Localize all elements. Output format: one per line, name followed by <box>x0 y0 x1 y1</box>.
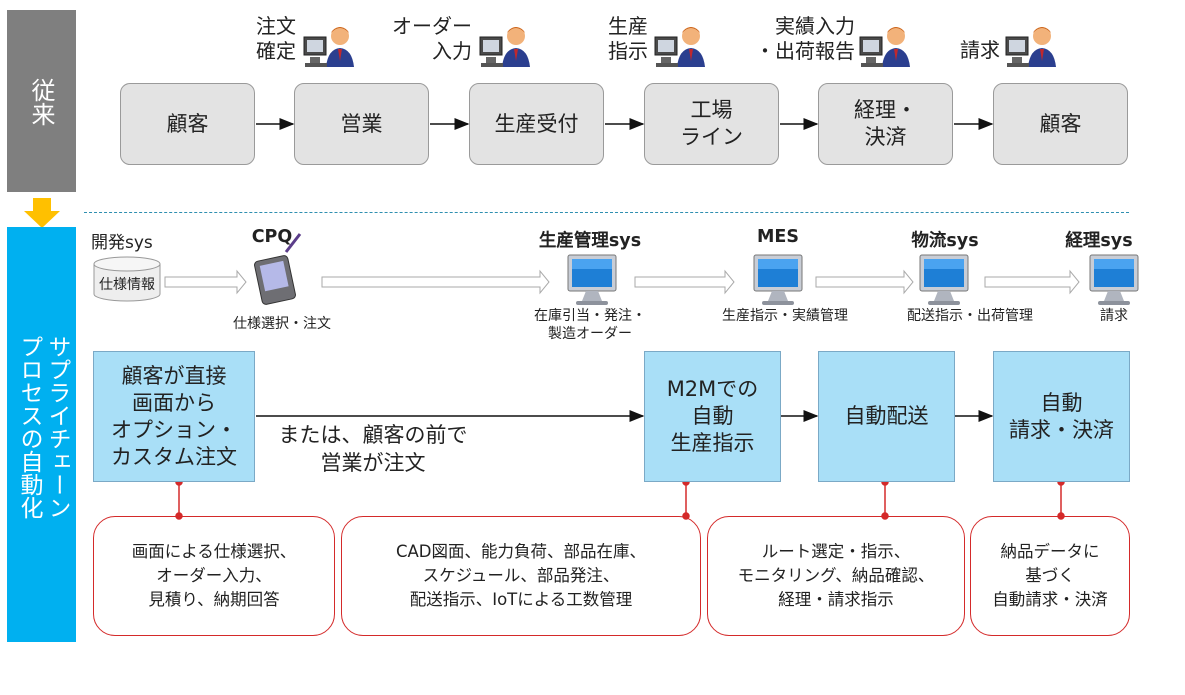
band-automation-label: サプライチェーンプロセスの自動化 <box>7 227 76 642</box>
system-name-mes: MES <box>757 227 799 247</box>
band-traditional: 従来 <box>7 10 76 192</box>
auto-box-m2m-production: M2Mでの 自動 生産指示 <box>644 351 781 482</box>
separator-line <box>84 212 1129 213</box>
note-box-ui-selection: 画面による仕様選択、 オーダー入力、 見積り、納期回答 <box>93 516 335 636</box>
role-label-order: 注文 確定 <box>256 14 296 63</box>
auto-box-auto-billing: 自動 請求・決済 <box>993 351 1130 482</box>
role-label-production: 生産 指示 <box>608 14 648 63</box>
system-name-accounting: 経理sys <box>1065 231 1133 251</box>
note-box-cad: CAD図面、能力負荷、部品在庫、 スケジュール、部品発注、 配送指示、IoTによ… <box>341 516 701 636</box>
person-computer-icon <box>478 23 534 75</box>
flow-box-sales: 営業 <box>294 83 429 165</box>
flow-box-factory-line: 工場 ライン <box>644 83 779 165</box>
transition-arrow <box>24 198 60 234</box>
monitor-icon <box>752 253 804 311</box>
role-label-order-entry: オーダー 入力 <box>392 14 472 63</box>
note-connector <box>175 478 1065 520</box>
person-computer-icon <box>858 23 914 75</box>
monitor-icon <box>566 253 618 311</box>
monitor-icon <box>918 253 970 311</box>
system-name-cpq: CPQ <box>251 227 293 247</box>
role-label-billing: 請求 <box>960 38 1000 62</box>
system-arrow <box>164 269 1080 295</box>
database-icon <box>92 256 162 306</box>
auto-box-customer-order: 顧客が直接 画面から オプション・ カスタム注文 <box>93 351 255 482</box>
system-caption-mes: 生産指示・実績管理 <box>722 308 848 324</box>
system-name-logistics: 物流sys <box>911 231 979 251</box>
role-label-results: 実績入力 ・出荷報告 <box>755 14 855 63</box>
tablet-icon <box>252 232 304 310</box>
system-caption-logistics: 配送指示・出荷管理 <box>907 308 1033 324</box>
note-box-route: ルート選定・指示、 モニタリング、納品確認、 経理・請求指示 <box>707 516 965 636</box>
flow-box-customer: 顧客 <box>120 83 255 165</box>
dev-sys-label: 開発sys <box>91 233 153 253</box>
flow-box-accounting: 経理・ 決済 <box>818 83 953 165</box>
note-box-delivery-billing: 納品データに 基づく 自動請求・決済 <box>970 516 1130 636</box>
system-name-production-mgmt: 生産管理sys <box>538 231 642 251</box>
system-caption-cpq: 仕様選択・注文 <box>233 316 331 332</box>
band-automation-text: サプライチェーンプロセスの自動化 <box>16 335 70 519</box>
system-caption-production-mgmt: 在庫引当・発注・ 製造オーダー <box>534 308 646 342</box>
band-automation: サプライチェーンプロセスの自動化 <box>7 227 76 642</box>
system-caption-accounting: 請求 <box>1100 308 1128 324</box>
alt-order-text: または、顧客の前で 営業が注文 <box>278 423 468 475</box>
band-traditional-label: 従来 <box>27 78 55 126</box>
database-label: 仕様情報 <box>99 277 155 293</box>
flow-box-production-reception: 生産受付 <box>469 83 604 165</box>
auto-box-auto-delivery: 自動配送 <box>818 351 955 482</box>
person-computer-icon <box>302 23 358 75</box>
monitor-icon <box>1088 253 1140 311</box>
person-computer-icon <box>653 23 709 75</box>
flow-arrow <box>256 118 994 422</box>
flow-box-customer-end: 顧客 <box>993 83 1128 165</box>
person-computer-icon <box>1004 23 1060 75</box>
